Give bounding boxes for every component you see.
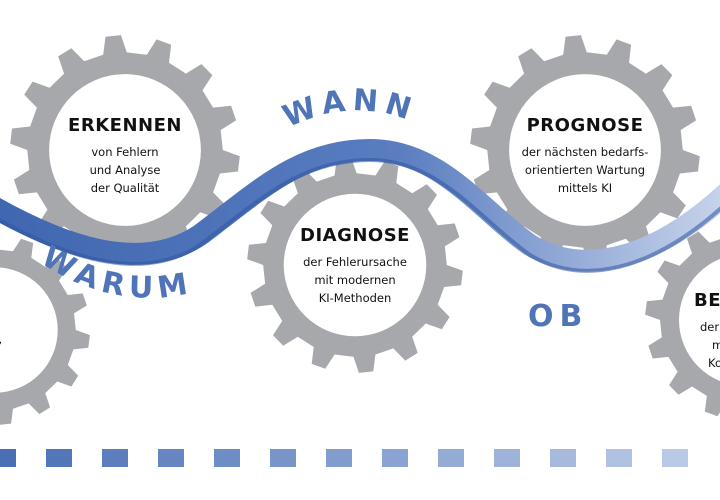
gears-layer xyxy=(0,35,720,425)
gear-prognose xyxy=(470,35,700,265)
gear-line: von Fehlern xyxy=(91,145,159,159)
gear-line: der xyxy=(700,320,720,334)
dash-segment xyxy=(158,449,184,467)
dashed-baseline xyxy=(0,449,688,467)
gear-line: und Analyse xyxy=(89,163,161,177)
dash-segment xyxy=(662,449,688,467)
dash-segment xyxy=(606,449,632,467)
gear-hub xyxy=(49,74,201,226)
gear-line: orientierten Wartung xyxy=(524,163,646,177)
gear-diagnose xyxy=(247,157,463,373)
gear-line: mittels KI xyxy=(557,181,613,195)
gear-erkennen xyxy=(10,35,240,265)
gear-text-erkennen: ERKENNEN von Fehlern und Analyse der Qua… xyxy=(45,115,205,197)
gear-line: mit modernen xyxy=(314,273,396,287)
gear-hub xyxy=(679,258,720,382)
gear-hub xyxy=(509,74,661,226)
dash-segment xyxy=(46,449,72,467)
gear-line: der nächsten bedarfs- xyxy=(521,145,649,159)
wave-word-wann: WANN xyxy=(278,83,421,135)
dash-segment xyxy=(494,449,520,467)
dash-segment xyxy=(438,449,464,467)
gear-line: ken, xyxy=(0,330,20,348)
dash-segment xyxy=(214,449,240,467)
dash-segment xyxy=(326,449,352,467)
dash-segment xyxy=(102,449,128,467)
gear-line: der Qualität xyxy=(90,181,160,195)
gear-text-left-partial: ken, xyxy=(0,330,20,348)
gear-right-partial xyxy=(645,231,720,417)
gear-line: der Fehlerursache xyxy=(303,255,407,269)
gear-title-right-partial: BE xyxy=(694,290,720,311)
gear-lines-right-partial: der m Ko xyxy=(700,318,720,372)
gear-title-erkennen: ERKENNEN xyxy=(68,115,182,136)
gear-line: KI-Methoden xyxy=(318,291,392,305)
wave-word-ob: OB xyxy=(528,299,588,334)
wave-ribbon-edge xyxy=(0,157,720,273)
dash-segment xyxy=(550,449,576,467)
gear-line: m xyxy=(712,338,720,352)
dash-segment xyxy=(0,449,16,467)
dash-segment xyxy=(382,449,408,467)
gear-title-diagnose: DIAGNOSE xyxy=(300,225,410,246)
gear-text-diagnose: DIAGNOSE der Fehlerursache mit modernen … xyxy=(275,225,435,307)
gear-hub xyxy=(283,193,427,337)
gear-hub xyxy=(0,267,58,393)
dash-segment xyxy=(270,449,296,467)
gear-title-prognose: PROGNOSE xyxy=(526,115,644,136)
wave-ribbon xyxy=(0,138,720,272)
gear-text-prognose: PROGNOSE der nächsten bedarfs- orientier… xyxy=(500,115,670,197)
gear-text-right-partial: BE xyxy=(694,290,720,318)
gear-line: Ko xyxy=(708,356,720,370)
gear-left-partial xyxy=(0,238,90,425)
